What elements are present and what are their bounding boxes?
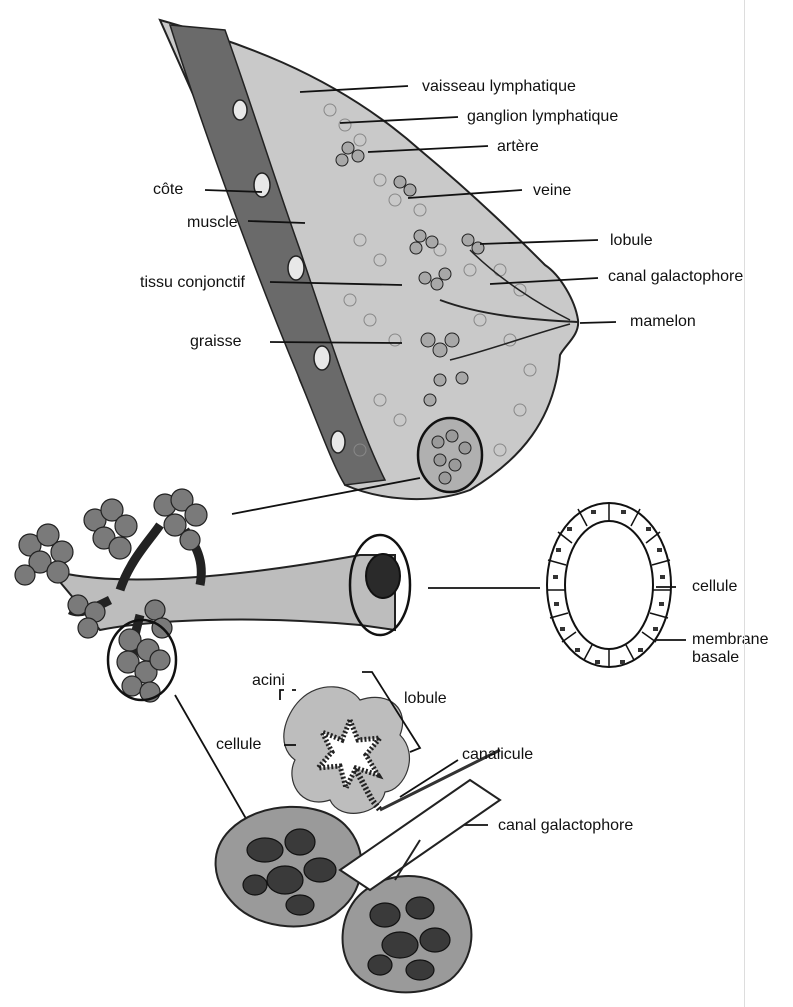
rib: [254, 173, 270, 197]
label-tissu-conjonctif: tissu conjonctif: [140, 274, 245, 292]
page-right-border: [744, 0, 745, 1007]
rib: [288, 256, 304, 280]
label-canalicule: canalicule: [462, 746, 533, 764]
label-graisse: graisse: [190, 333, 242, 351]
rib: [233, 100, 247, 120]
label-canal-galactophore-bottom: canal galactophore: [498, 817, 633, 835]
duct-system: [15, 489, 410, 702]
rib: [314, 346, 330, 370]
duct-cell-ring: [547, 503, 686, 667]
label-cote: côte: [153, 181, 183, 199]
label-vaisseau-lymphatique: vaisseau lymphatique: [422, 78, 576, 96]
label-membrane-line2: basale: [692, 649, 768, 667]
label-muscle: muscle: [187, 214, 238, 232]
label-lobule-top: lobule: [610, 232, 653, 250]
label-canal-galactophore-top: canal galactophore: [608, 268, 743, 286]
label-lobule-bottom: lobule: [404, 690, 447, 708]
label-membrane-line1: membrane: [692, 631, 768, 649]
duct-lumen: [366, 554, 400, 598]
label-mamelon: mamelon: [630, 313, 696, 331]
label-artere: artère: [497, 138, 539, 156]
label-membrane-basale: membrane basale: [692, 631, 768, 667]
label-cellule-left: cellule: [216, 736, 261, 754]
label-acini: acini: [252, 672, 285, 690]
label-veine: veine: [533, 182, 571, 200]
rib: [331, 431, 345, 453]
label-cellule-right: cellule: [692, 578, 737, 596]
label-ganglion-lymphatique: ganglion lymphatique: [467, 108, 618, 126]
